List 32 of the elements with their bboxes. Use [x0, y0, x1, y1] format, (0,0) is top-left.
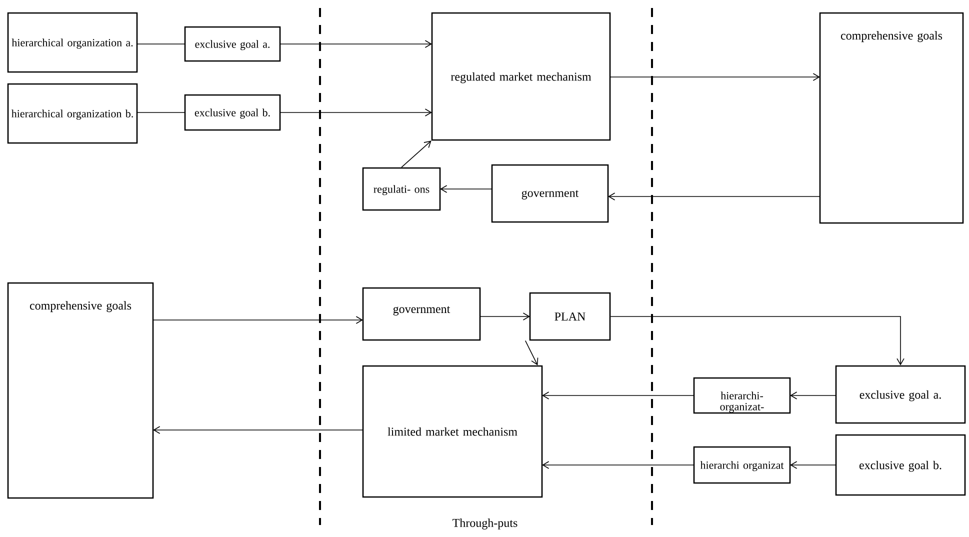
box: exclusive goal b. [184, 94, 281, 131]
box: government [491, 164, 609, 223]
box: comprehensive goals [7, 282, 154, 499]
box: government [362, 287, 481, 341]
box: hierarchi- organizat- [693, 377, 791, 414]
box: comprehensive goals [819, 12, 964, 224]
arrow [790, 392, 836, 400]
arrow [280, 108, 432, 116]
box: exclusive goal b. [835, 434, 966, 496]
arrow [608, 192, 820, 200]
arrow [542, 392, 694, 400]
arrow [524, 340, 538, 366]
box: PLAN [529, 292, 611, 341]
arrow [480, 312, 530, 320]
arrow [153, 426, 364, 434]
box: hierarchi organizat [693, 446, 791, 484]
arrow [440, 185, 492, 193]
box: hierarchical organization b. [7, 83, 138, 144]
box: regulati- ons [362, 167, 441, 211]
arrow [280, 40, 432, 48]
arrow [610, 73, 820, 81]
box: regulated market mechanism [431, 12, 611, 141]
arrow [610, 316, 904, 366]
box: hierarchical organization a. [7, 12, 138, 73]
arrow [152, 316, 363, 324]
box: exclusive goal a. [835, 365, 966, 424]
box: limited market mechanism [362, 365, 543, 498]
box: exclusive goal a. [184, 26, 281, 62]
caption: Through-puts [452, 518, 518, 530]
arrow [542, 461, 694, 469]
arrow [790, 461, 836, 469]
arrow [401, 140, 432, 168]
